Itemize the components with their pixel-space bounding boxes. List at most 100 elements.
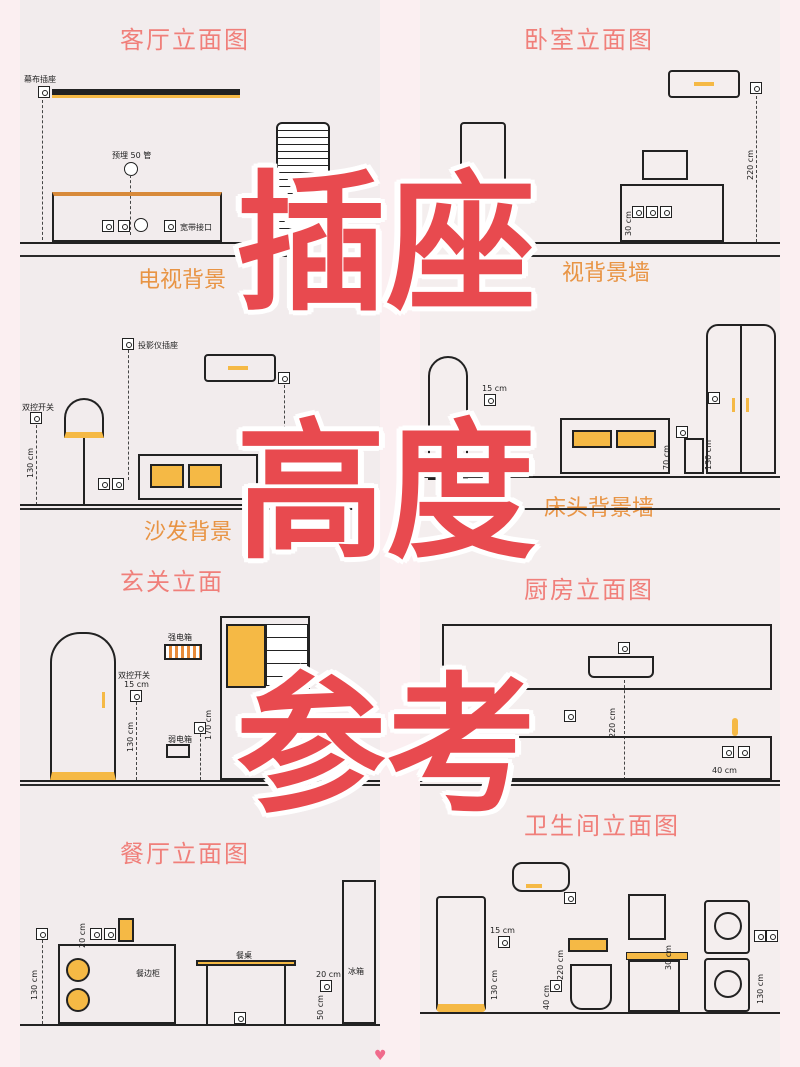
dim-70: 70 cm (662, 445, 671, 470)
hero-line-3: 参考 (236, 660, 537, 834)
floor-line (20, 780, 380, 782)
floor-line (20, 1024, 380, 1026)
entry-title: 玄关立面 (120, 568, 224, 596)
door-handle (102, 692, 105, 708)
outlet (564, 892, 576, 904)
pipe-icon (124, 162, 138, 176)
toilet-tank (568, 938, 608, 952)
handle (746, 398, 749, 412)
dim-20b: 20 cm (316, 970, 341, 979)
drum (714, 970, 742, 998)
tv-stand (620, 184, 724, 242)
fridge-label: 冰箱 (348, 967, 364, 976)
outlet (320, 980, 332, 992)
sofa-subtitle: 沙发背景 (144, 520, 233, 545)
dim-130: 130 cm (26, 447, 35, 478)
ac-unit (668, 70, 740, 98)
outlet (754, 930, 766, 942)
ac-accent (228, 366, 248, 370)
outlet (738, 746, 750, 758)
outlet (564, 710, 576, 722)
drawer-knob (66, 958, 90, 982)
divider (420, 784, 780, 786)
projector-label: 投影仪插座 (138, 341, 178, 350)
bedroom-door (428, 356, 468, 480)
dim-line (624, 680, 625, 780)
cushion (150, 464, 184, 488)
dim-130b: 130 cm (756, 973, 765, 1004)
dim-line (36, 425, 37, 505)
outlet (766, 930, 778, 942)
switch (484, 394, 496, 406)
outlet (98, 478, 110, 490)
base-cabinets (442, 736, 772, 780)
washer (704, 958, 750, 1012)
right-panel: 卧室立面图 220 cm 30 cm 视背景墙 15 cm 70 cm 130 … (420, 0, 780, 1067)
outlet (90, 928, 102, 940)
lamp-pole (83, 438, 85, 504)
handle (732, 398, 735, 412)
bath-title: 卫生间立面图 (524, 812, 680, 840)
divider (420, 255, 780, 257)
sideboard (58, 944, 176, 1024)
bedroom-subtitle: 视背景墙 (562, 261, 651, 286)
basin (626, 952, 688, 960)
floor-line (20, 242, 380, 244)
range-hood (588, 656, 654, 678)
floor-line (420, 242, 780, 244)
floor-line (420, 476, 780, 478)
curtain-rail-accent (52, 95, 240, 98)
dim-line (200, 734, 201, 780)
curtain-rail (52, 89, 240, 95)
pillow (572, 430, 612, 448)
cushion (188, 464, 222, 488)
living-title: 客厅立面图 (120, 26, 250, 54)
vanity (628, 960, 680, 1012)
tv-cabinet (52, 192, 222, 242)
outlet (38, 86, 50, 98)
pipe-outlet-icon (134, 218, 148, 232)
dim-40: 40 cm (712, 766, 737, 775)
switch (130, 690, 142, 702)
weak-box (166, 744, 190, 758)
switch (498, 936, 510, 948)
outlet (234, 1012, 246, 1024)
dim-line (128, 350, 129, 480)
faucet (732, 718, 738, 736)
dim-50: 50 cm (316, 995, 325, 1020)
outlet (122, 338, 134, 350)
dryer (704, 900, 750, 954)
dim-220: 220 cm (608, 707, 617, 738)
outlet (632, 206, 644, 218)
outlet (112, 478, 124, 490)
floor-lamp (64, 398, 104, 438)
divider (420, 508, 780, 510)
pipe-label: 预埋 50 管 (112, 151, 152, 160)
table-leg (284, 966, 286, 1024)
outlet (722, 746, 734, 758)
dual-switch-label: 双控开关 (22, 403, 54, 412)
kitchen-title: 厨房立面图 (524, 576, 654, 604)
shoe-cabinet (220, 616, 310, 780)
drawer-knob (66, 988, 90, 1012)
table-label: 餐桌 (236, 951, 252, 960)
divider (20, 784, 380, 786)
curtain-socket-label: 幕布插座 (24, 75, 56, 84)
outlet (646, 206, 658, 218)
dim-30: 30 cm (624, 211, 633, 236)
outlet (708, 392, 720, 404)
left-panel: 客厅立面图 幕布插座 预埋 50 管 宽带接口 电视背景 投影仪插座 双控开关 … (20, 0, 380, 1067)
dim-130: 130 cm (490, 969, 499, 1000)
strong-box-label: 强电箱 (168, 633, 192, 642)
outlet (550, 980, 562, 992)
outlet (102, 220, 114, 232)
drum (714, 912, 742, 940)
floor-line (20, 504, 380, 506)
cabinet-door (226, 624, 266, 688)
wardrobe (460, 122, 506, 242)
bedhead-subtitle: 床头背景墙 (544, 496, 655, 521)
floor-line (420, 1012, 780, 1014)
dim-130: 130 cm (126, 721, 135, 752)
dim-170: 170 cm (204, 709, 213, 740)
outlet (660, 206, 672, 218)
